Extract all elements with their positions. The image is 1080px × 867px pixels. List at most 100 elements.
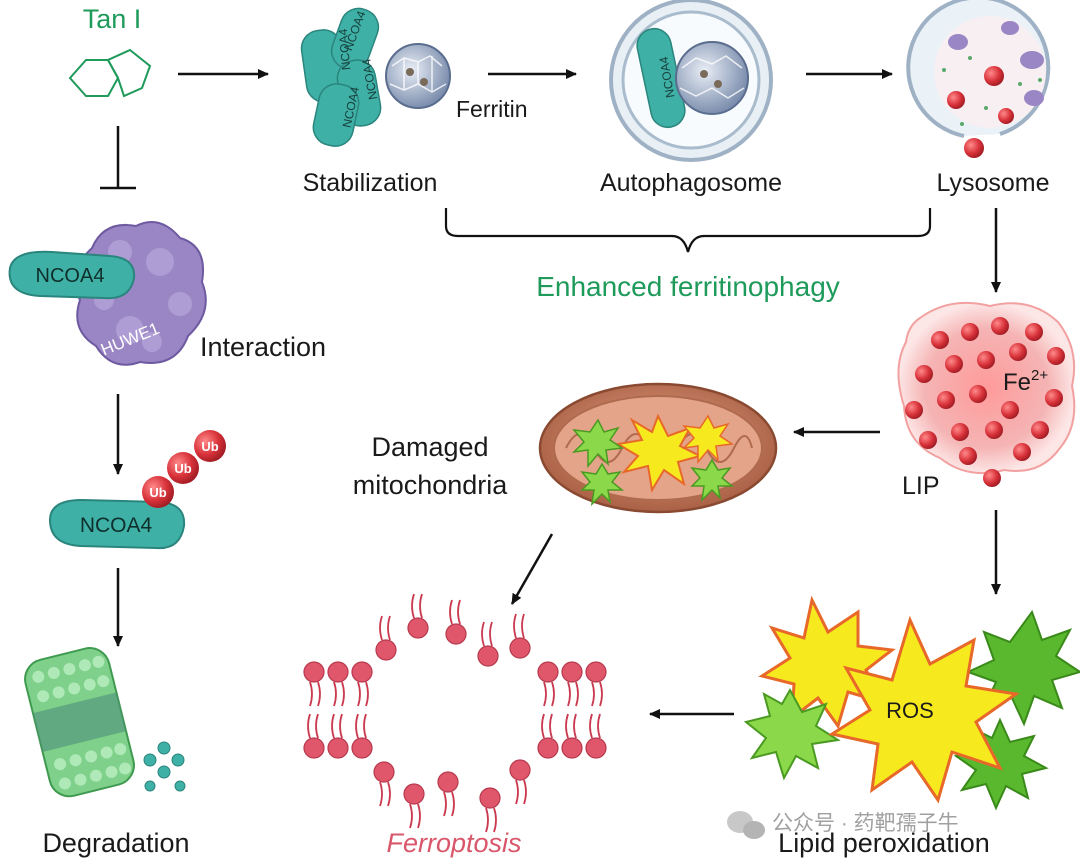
lipid-tail: [387, 781, 391, 807]
ros-burst-icon: [743, 595, 1080, 811]
lipid-tail: [515, 779, 519, 805]
damaged-mitochondria-label-line2: mitochondria: [353, 470, 509, 500]
lipid-tail: [419, 593, 423, 619]
lipid-tail: [315, 713, 319, 739]
lipid-tail: [489, 621, 493, 647]
lipid-tail: [451, 791, 455, 817]
lipid-head: [477, 645, 499, 667]
ubiquitin-chain-icon: Ub Ub Ub: [142, 430, 226, 508]
lipid-tail: [307, 713, 311, 739]
wechat-watermark-icon: [727, 811, 765, 839]
lipid-tail: [409, 803, 413, 829]
lipid-head: [407, 617, 429, 639]
lipid-head: [561, 661, 583, 683]
lipid-tail: [357, 681, 361, 707]
lipid-head: [509, 637, 531, 659]
lipid-tail: [551, 681, 555, 707]
stabilization-label: Stabilization: [303, 169, 438, 197]
peptide-fragments-icon: [143, 741, 186, 792]
lipid-head: [351, 661, 373, 683]
ferroptosis-label: Ferroptosis: [386, 828, 521, 858]
autophagosome-label: Autophagosome: [600, 169, 782, 197]
lipid-tail: [363, 713, 367, 739]
svg-text:Ub: Ub: [201, 439, 218, 454]
lipid-tail: [355, 713, 359, 739]
lipid-head: [327, 661, 349, 683]
lipid-head: [537, 737, 559, 759]
lipid-tail: [485, 807, 489, 833]
lipid-tail: [457, 599, 461, 625]
lipid-head: [375, 639, 397, 661]
lipid-head: [327, 737, 349, 759]
lipid-head: [509, 759, 531, 781]
lipid-head: [479, 787, 501, 809]
drug-label: Tan I: [83, 4, 142, 34]
lipid-tail: [523, 779, 527, 805]
lipid-head: [303, 661, 325, 683]
ncoa4-ubiquitinated-icon: NCOA4: [48, 498, 186, 550]
damaged-membrane-icon: [307, 593, 603, 833]
damaged-mitochondria-label-line1: Damaged: [371, 432, 488, 462]
lipid-tail: [331, 713, 335, 739]
lipid-tail: [549, 713, 553, 739]
lip-label: LIP: [902, 472, 940, 500]
lipid-tail: [333, 681, 337, 707]
lipid-tail: [597, 713, 601, 739]
lipid-tail: [379, 781, 383, 807]
lipid-tail: [567, 681, 571, 707]
svg-text:Ub: Ub: [174, 461, 191, 476]
lipid-tail: [317, 681, 321, 707]
lipid-tail: [589, 713, 593, 739]
lipid-head: [561, 737, 583, 759]
svg-text:NCOA4: NCOA4: [36, 265, 105, 287]
watermark-text: 公众号 · 药靶孺子牛: [772, 812, 959, 835]
lipid-tail: [543, 681, 547, 707]
svg-text:Ub: Ub: [149, 485, 166, 500]
lipid-tail: [493, 807, 497, 833]
lipid-heads: [303, 617, 607, 809]
lipid-tail: [387, 615, 391, 641]
lipid-tail: [481, 621, 485, 647]
ferritinophagy-brace: [444, 208, 932, 253]
lipid-tail: [379, 615, 383, 641]
lipid-head: [537, 661, 559, 683]
lipid-tail: [521, 613, 525, 639]
lysosome-label: Lysosome: [936, 169, 1049, 197]
lipid-head: [303, 737, 325, 759]
lipid-tail: [599, 681, 603, 707]
autophagosome-icon: NCOA4: [609, 0, 773, 162]
lipid-tail: [411, 593, 415, 619]
svg-text:NCOA4: NCOA4: [80, 514, 153, 537]
interaction-label: Interaction: [200, 332, 326, 362]
lysosome-icon: [906, 0, 1051, 158]
ncoa4-ferritin-cluster-icon: NCOA4 NCOA4 NCOA4 NCOA4: [300, 7, 451, 147]
lipid-tail: [365, 681, 369, 707]
lipid-tail: [443, 791, 447, 817]
lipid-tail: [565, 713, 569, 739]
ros-label: ROS: [886, 698, 934, 723]
lipid-peroxidation-label: Lipid peroxidation: [778, 828, 990, 858]
lipid-head: [403, 783, 425, 805]
ferritin-label: Ferritin: [456, 96, 528, 122]
svg-text:NCOA4: NCOA4: [336, 28, 354, 71]
lipid-tail: [513, 613, 517, 639]
lipid-head: [437, 771, 459, 793]
tan-i-structure-icon: [68, 48, 152, 98]
lipid-tail: [573, 713, 577, 739]
damaged-mitochondria-icon: [538, 382, 778, 514]
lipid-head: [585, 737, 607, 759]
lipid-head: [585, 661, 607, 683]
lipid-tail: [417, 803, 421, 829]
lipid-tail: [575, 681, 579, 707]
degradation-label: Degradation: [42, 828, 189, 858]
lipid-tail: [339, 713, 343, 739]
enhanced-ferritinophagy-label: Enhanced ferritinophagy: [536, 271, 840, 302]
arrow-mitochondria-to-ferroptosis: [510, 533, 554, 605]
proteasome-icon: [24, 647, 135, 798]
lipid-head: [445, 623, 467, 645]
lipid-head: [351, 737, 373, 759]
lipid-tail: [591, 681, 595, 707]
lipid-tail: [449, 599, 453, 625]
